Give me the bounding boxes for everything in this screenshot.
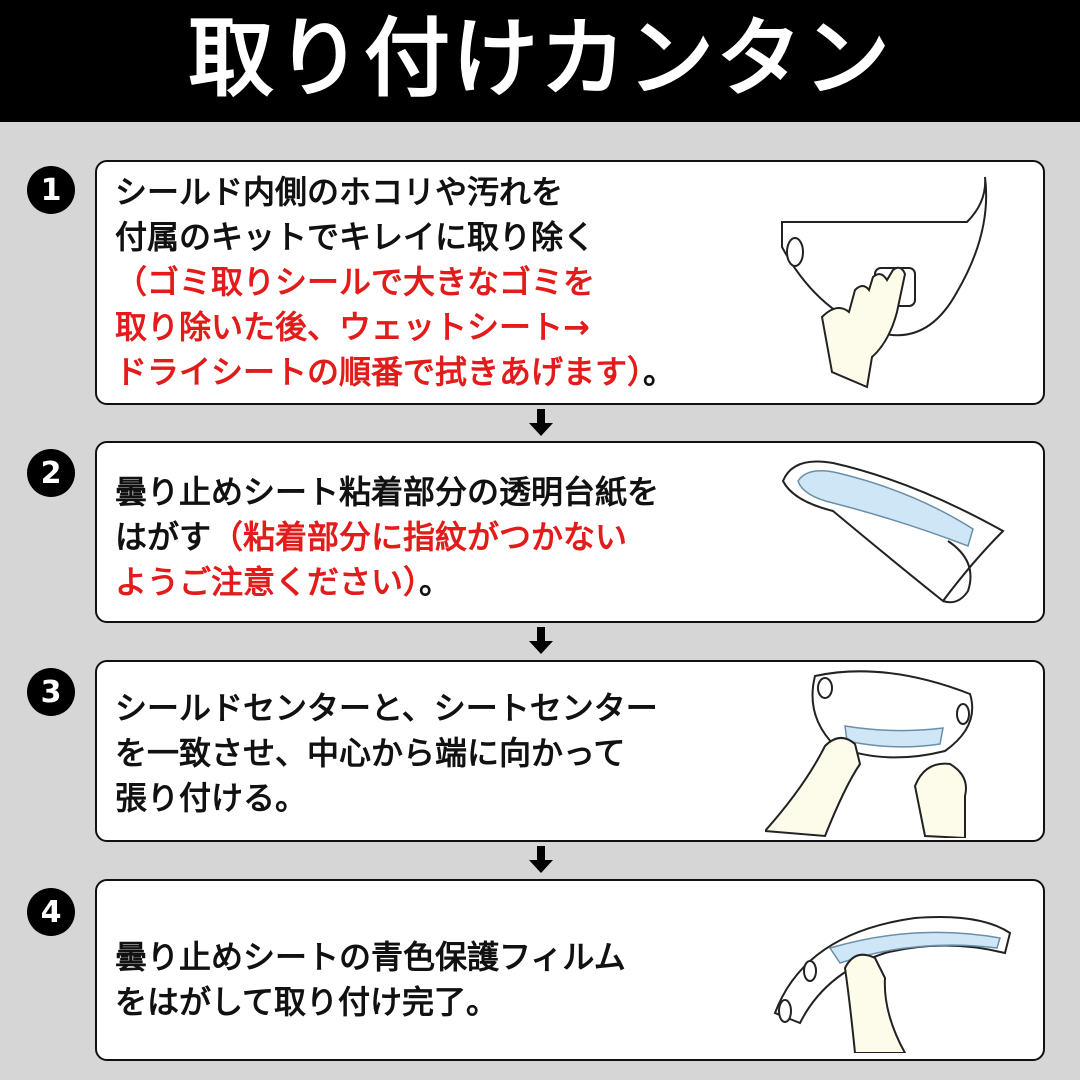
step-2-line-3-end: 。 (419, 563, 452, 601)
arrow-down-icon (529, 409, 553, 436)
step-2-line-2-red: （粘着部分に指紋がつかない (211, 518, 628, 556)
step-card-2: 曇り止めシート粘着部分の透明台紙を はがす（粘着部分に指紋がつかない ようご注意… (95, 441, 1045, 623)
step-4-text: 曇り止めシートの青色保護フィルム をはがして取り付け完了。 (115, 935, 755, 1025)
step-2-line-2-pre: はがす (115, 518, 212, 556)
step-1-line-5-end: 。 (643, 353, 676, 391)
step-3-line-2: を一致させ、中心から端に向かって (115, 734, 626, 772)
peeling-blue-film-icon (773, 916, 1012, 1053)
header-banner: 取り付けカンタン (0, 0, 1080, 122)
page-title: 取り付けカンタン (188, 9, 892, 109)
step-card-1: シールド内側のホコリや汚れを 付属のキットでキレイに取り除く （ゴミ取りシールで… (95, 160, 1045, 405)
step-number-4: 4 (27, 888, 75, 936)
step-3-text: シールドセンターと、シートセンター を一致させ、中心から端に向かって 張り付ける… (115, 686, 755, 821)
step-2-line-2: はがす（粘着部分に指紋がつかない (115, 515, 755, 560)
arrow-down-icon (529, 627, 553, 654)
step-4-line-1: 曇り止めシートの青色保護フィルム (115, 938, 626, 976)
step-2-line-3-red: ようご注意ください） (115, 563, 420, 601)
step-1-line-4: 取り除いた後、ウェットシート→ (115, 308, 590, 346)
peeling-backing-sheet-icon (781, 460, 1005, 604)
step-1-line-5: ドライシートの順番で拭きあげます）。 (115, 350, 755, 395)
step-1-line-3: （ゴミ取りシールで大きなゴミを (115, 263, 596, 301)
step-3-line-1: シールドセンターと、シートセンター (115, 689, 658, 727)
step-number-2: 2 (27, 449, 75, 497)
step-2-line-3: ようご注意ください）。 (115, 560, 755, 605)
step-3-line-3: 張り付ける。 (115, 779, 308, 817)
hand-wiping-shield-icon (781, 176, 988, 389)
step-2-line-1: 曇り止めシート粘着部分の透明台紙を (115, 473, 660, 511)
step-4-line-2: をはがして取り付け完了。 (115, 983, 499, 1021)
step-1-line-2: 付属のキットでキレイに取り除く (115, 218, 596, 256)
arrow-down-icon (529, 846, 553, 873)
step-1-line-1: シールド内側のホコリや汚れを (115, 173, 564, 211)
step-card-3: シールドセンターと、シートセンター を一致させ、中心から端に向かって 張り付ける… (95, 660, 1045, 842)
step-1-text: シールド内側のホコリや汚れを 付属のキットでキレイに取り除く （ゴミ取りシールで… (115, 170, 755, 395)
step-number-1: 1 (27, 166, 75, 214)
step-card-4: 曇り止めシートの青色保護フィルム をはがして取り付け完了。 (95, 879, 1045, 1061)
step-number-3: 3 (27, 668, 75, 716)
step-1-line-5-red: ドライシートの順番で拭きあげます） (115, 353, 644, 391)
hands-applying-sheet-icon (765, 670, 974, 838)
step-2-text: 曇り止めシート粘着部分の透明台紙を はがす（粘着部分に指紋がつかない ようご注意… (115, 470, 755, 605)
